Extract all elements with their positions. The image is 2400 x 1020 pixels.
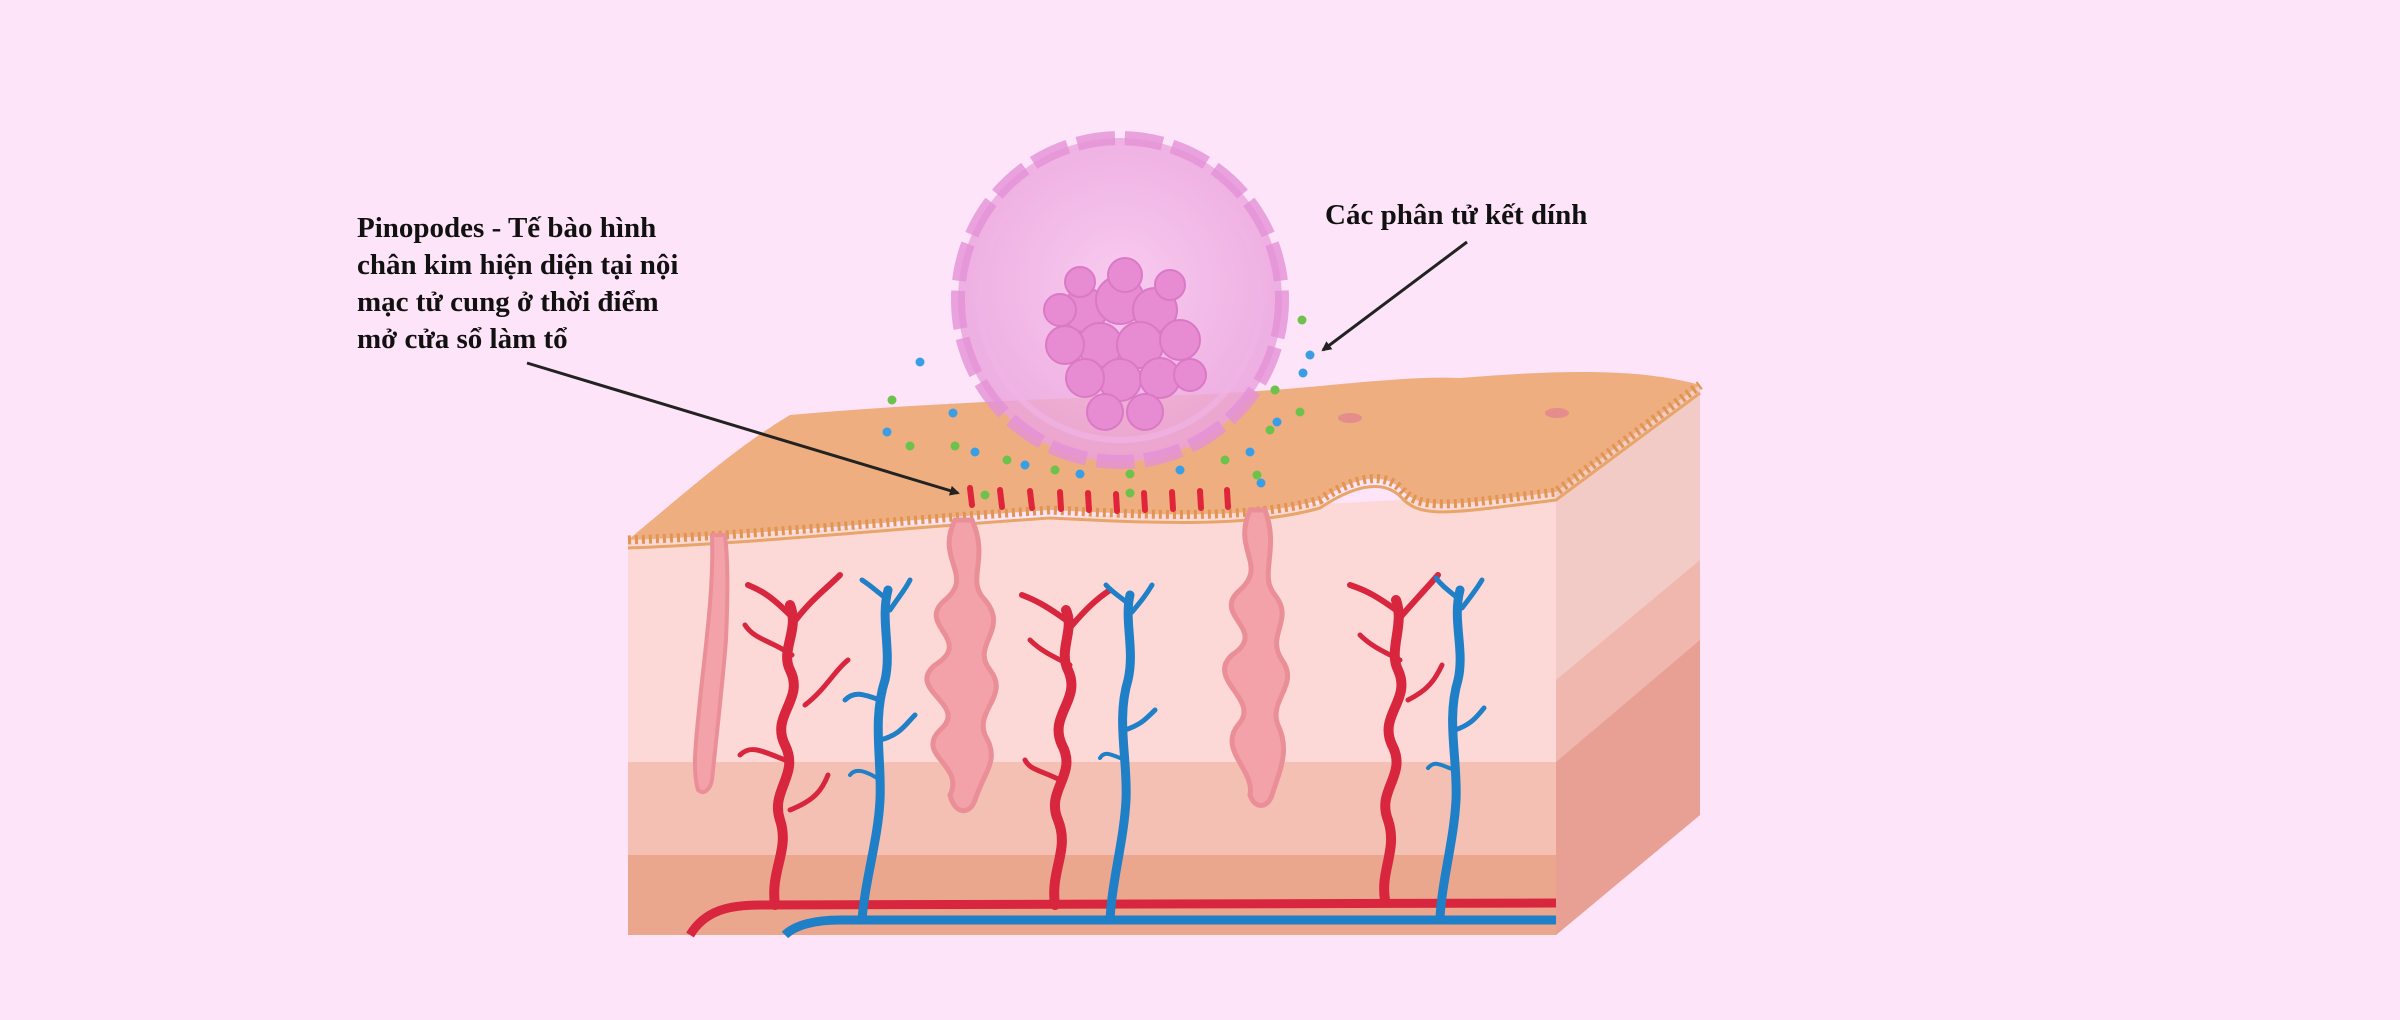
- vein-3: [1426, 575, 1487, 923]
- epithelial-edge-inner: [627, 391, 1701, 550]
- spiral-artery-2: [1019, 587, 1113, 910]
- surface-spot: [1545, 408, 1569, 418]
- surface-spot: [1338, 413, 1362, 423]
- uterine-gland: [692, 533, 730, 794]
- pinopodes-pointer-arrow: [526, 361, 960, 496]
- tissue-block-side-lower: [1556, 635, 1700, 935]
- tissue-block-side-mid: [1556, 560, 1700, 762]
- epithelial-edge: [627, 381, 1703, 545]
- tissue-layer-basal: [628, 855, 1556, 935]
- pinopodes-label: Pinopodes - Tế bào hình chân kim hiện di…: [357, 212, 679, 355]
- vein-1: [842, 577, 918, 925]
- tissue-layer-middle: [628, 762, 1556, 857]
- spiral-artery-1: [737, 572, 851, 910]
- adhesion-molecules: [882, 315, 1315, 500]
- vein-2: [1098, 582, 1158, 925]
- uterine-gland: [1222, 507, 1291, 808]
- vein-main: [781, 915, 1556, 939]
- blastocyst: [951, 131, 1289, 469]
- uterine-gland: [924, 517, 999, 814]
- adhesion-pointer-arrow: [1321, 240, 1468, 352]
- artery-main: [686, 898, 1557, 938]
- pinopodes: [967, 485, 1231, 514]
- inner-cell-mass: [1043, 257, 1207, 431]
- adhesion-molecules-label: Các phân tử kết dính: [1325, 199, 1588, 231]
